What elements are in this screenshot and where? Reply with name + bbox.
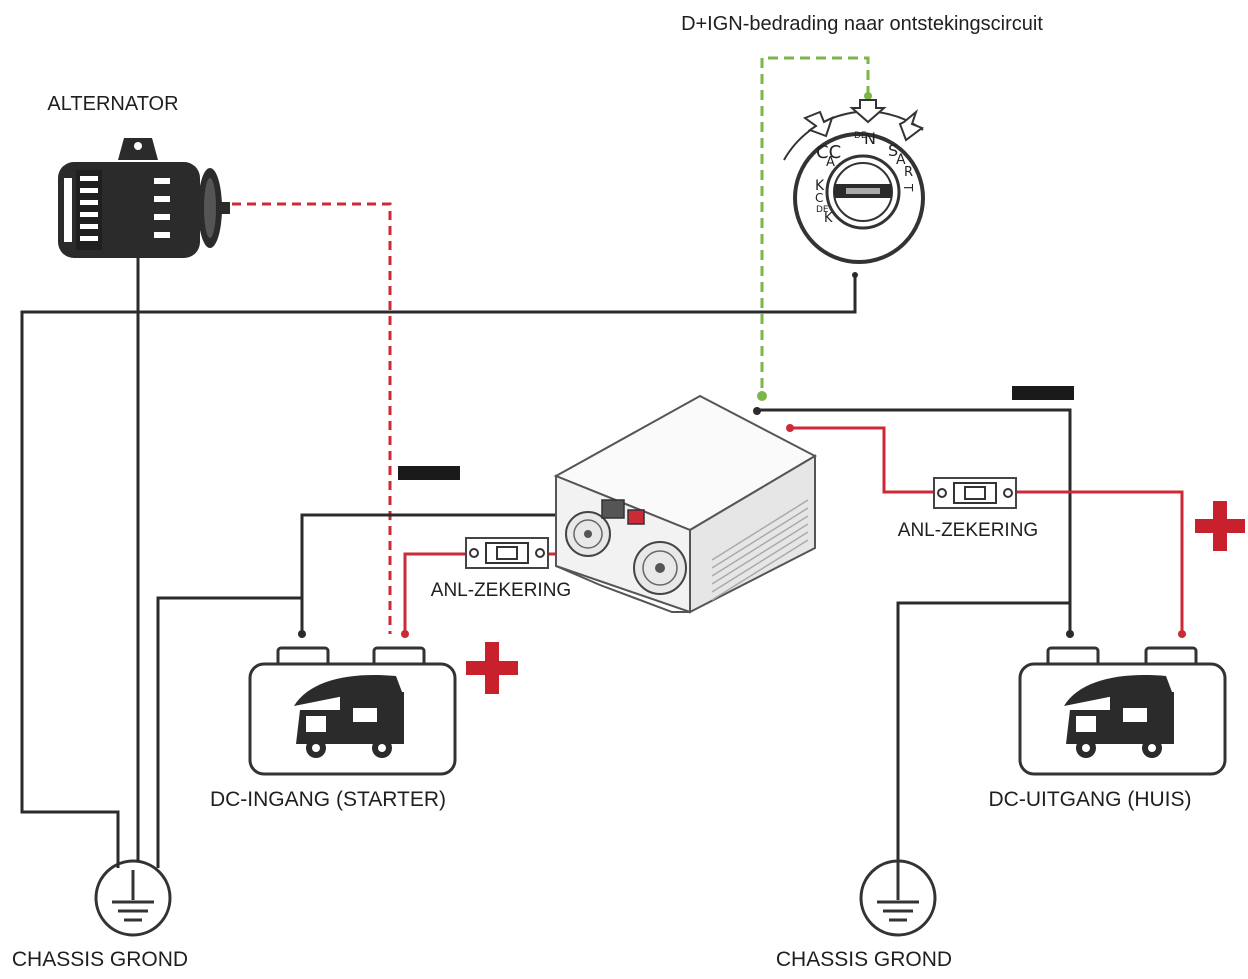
anl-fuse-input-icon (465, 537, 549, 569)
minus-sign-input (398, 466, 460, 480)
svg-text:R: R (904, 165, 913, 180)
alternator-icon (58, 138, 230, 258)
minus-sign-output (1012, 386, 1074, 400)
svg-text:A: A (896, 152, 906, 168)
svg-text:DE: DE (854, 131, 867, 141)
ground-wire-main (20, 275, 857, 845)
house-positive-wire (790, 426, 1184, 632)
svg-text:K: K (815, 178, 825, 194)
chassis-ground-left-leads (116, 845, 160, 868)
starter-positive-terminal (401, 630, 409, 638)
svg-text:T: T (901, 183, 915, 192)
starter-negative-terminal (298, 630, 306, 638)
charger-positive-terminal (786, 424, 794, 432)
dc-input-label: DC-INGANG (STARTER) (210, 788, 446, 811)
plus-sign-input (466, 642, 518, 694)
svg-text:K: K (824, 211, 833, 226)
anl-fuse-output-icon (933, 477, 1017, 509)
chassis-ground-left-label: CHASSIS GROND (12, 948, 188, 971)
starter-negative-wire (156, 596, 304, 845)
svg-text:DE: DE (816, 205, 829, 215)
ignition-wiring-label: D+IGN-bedrading naar ontstekingscircuit (681, 13, 1043, 35)
chassis-ground-left-icon (94, 859, 172, 937)
ignition-switch-icon (783, 99, 925, 278)
starter-to-charger-negative (300, 513, 612, 598)
alternator-label: ALTERNATOR (47, 93, 178, 115)
ignition-switch-key-labels: DE N CC A K C DE K S A R T (815, 129, 915, 226)
starter-battery-icon (248, 646, 457, 776)
charger-negative-terminal (753, 407, 761, 415)
dc-output-label: DC-UITGANG (HUIS) (989, 788, 1192, 811)
svg-text:N: N (864, 129, 876, 148)
chassis-ground-right-icon (859, 859, 937, 937)
d-ign-wire (760, 56, 870, 398)
svg-text:A: A (826, 155, 835, 170)
anl-fuse-output-label: ANL-ZEKERING (898, 520, 1038, 541)
house-ground-wire (896, 601, 1070, 860)
plus-sign-output (1195, 501, 1245, 551)
dc-dc-charger-icon (553, 394, 818, 614)
svg-text:S: S (888, 141, 898, 160)
house-negative-wire (758, 408, 1072, 632)
alternator-output-wire (232, 202, 392, 634)
anl-fuse-input-label: ANL-ZEKERING (431, 580, 571, 601)
svg-text:CC: CC (816, 142, 841, 163)
svg-text:C: C (815, 191, 823, 205)
house-negative-terminal (1066, 630, 1074, 638)
house-positive-terminal (1178, 630, 1186, 638)
d-ign-terminal-charger (757, 391, 767, 401)
chassis-ground-right-label: CHASSIS GROND (776, 948, 952, 971)
house-battery-icon (1018, 646, 1227, 776)
d-ign-terminal-switch (864, 92, 872, 100)
